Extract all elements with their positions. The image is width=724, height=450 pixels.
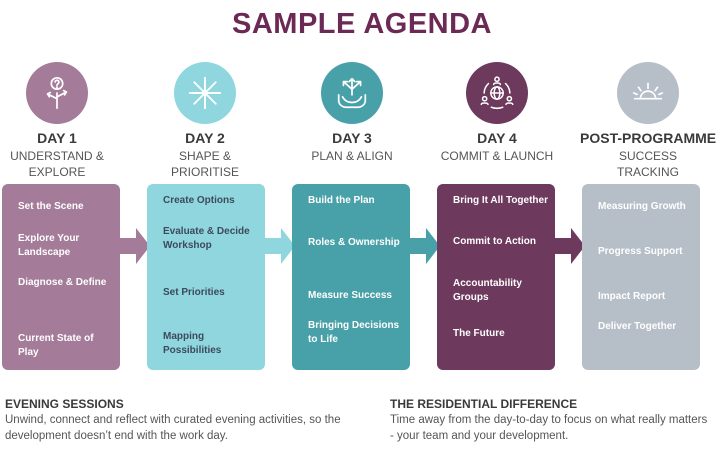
residential-difference-text: Time away from the day-to-day to focus o… [390, 414, 708, 442]
evening-sessions-title: EVENING SESSIONS [5, 397, 124, 411]
list-item: Bringing Decisions to Life [308, 320, 400, 345]
day-subtitle: UNDERSTAND & EXPLORE [10, 149, 104, 179]
post-programme-header: POST-PROGRAMME SUCCESS TRACKING [580, 62, 716, 180]
list-item: Impact Report [598, 291, 666, 302]
day-subtitle: PLAN & ALIGN [311, 149, 393, 163]
arrow-icon [120, 226, 150, 266]
day-2-card: Create Options Evaluate & Decide Worksho… [147, 184, 265, 370]
day-subtitle: SHAPE & PRIORITISE [170, 149, 239, 179]
day-4-card: Bring It All Together Commit to Action A… [437, 184, 555, 370]
day-3-header: DAY 3 PLAN & ALIGN [293, 62, 411, 164]
crossroads-question-icon [26, 62, 88, 124]
list-item: Set Priorities [163, 287, 225, 298]
day-3-card: Build the Plan Roles & Ownership Measure… [292, 184, 410, 370]
evening-sessions-text: Unwind, connect and reflect with curated… [5, 414, 341, 442]
day-1-card: Set the Scene Explore Your Landscape Dia… [2, 184, 120, 370]
arrow-icon [265, 226, 295, 266]
list-item: Measuring Growth [598, 201, 686, 212]
global-team-icon [466, 62, 528, 124]
residential-difference-title: THE RESIDENTIAL DIFFERENCE [390, 397, 578, 411]
list-item: Evaluate & Decide Workshop [163, 226, 250, 251]
list-item: Build the Plan [308, 195, 375, 206]
day-4-header: DAY 4 COMMIT & LAUNCH [438, 62, 556, 164]
arrow-icon [410, 226, 440, 266]
sparkle-icon [174, 62, 236, 124]
list-item: The Future [453, 328, 505, 339]
list-item: Commit to Action [453, 236, 536, 247]
list-item: Progress Support [598, 246, 683, 257]
hands-arrows-icon [321, 62, 383, 124]
list-item: Create Options [163, 195, 235, 206]
list-item: Mapping Possibilities [163, 331, 222, 356]
list-item: Deliver Together [598, 321, 677, 332]
list-item: Bring It All Together [453, 195, 548, 206]
list-item: Explore Your Landscape [18, 233, 80, 258]
post-programme-card: Measuring Growth Progress Support Impact… [582, 184, 700, 370]
page-title: SAMPLE AGENDA [232, 8, 492, 40]
day-title: POST-PROGRAMME [580, 130, 717, 146]
list-item: Diagnose & Define [18, 277, 107, 288]
day-title: DAY 4 [477, 130, 517, 146]
day-1-header: DAY 1 UNDERSTAND & EXPLORE [0, 62, 116, 180]
day-subtitle: COMMIT & LAUNCH [440, 149, 554, 163]
list-item: Roles & Ownership [308, 237, 400, 248]
day-title: DAY 1 [37, 130, 77, 146]
day-title: DAY 2 [185, 130, 225, 146]
day-title: DAY 3 [332, 130, 372, 146]
list-item: Measure Success [308, 290, 392, 301]
list-item: Set the Scene [18, 201, 84, 212]
sunrise-icon [617, 62, 679, 124]
day-subtitle: SUCCESS TRACKING [616, 149, 679, 179]
list-item: Current State of Play [18, 333, 94, 358]
day-2-header: DAY 2 SHAPE & PRIORITISE [146, 62, 264, 180]
arrow-icon [555, 226, 585, 266]
list-item: Accountability Groups [453, 278, 522, 303]
